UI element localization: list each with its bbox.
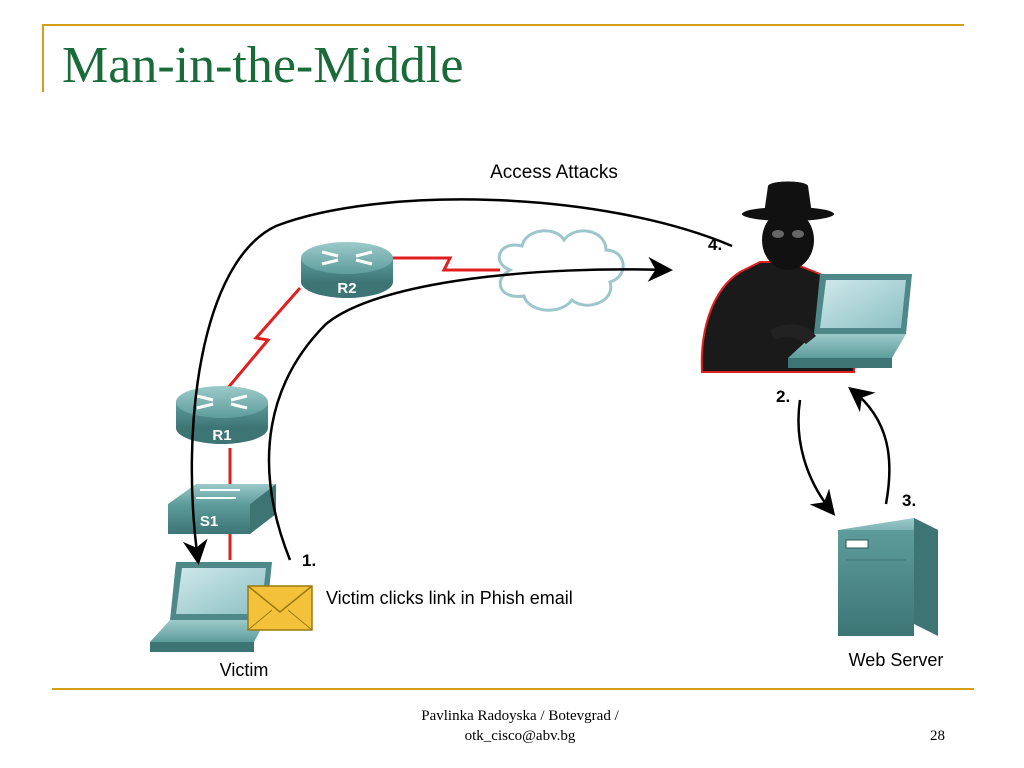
step3-label: 3. (902, 491, 916, 510)
phish-email-envelope-icon (247, 585, 313, 631)
phish-caption: Victim clicks link in Phish email (326, 588, 573, 608)
victim-label: Victim (220, 660, 269, 680)
link-r2-cloud (392, 256, 500, 272)
page-number: 28 (930, 728, 945, 744)
attacker-figure-icon (700, 181, 856, 373)
attack-arrows (182, 198, 891, 565)
web-server-icon (838, 518, 938, 636)
diagram-heading: Access Attacks (490, 162, 618, 183)
step2-label: 2. (776, 387, 790, 406)
slide-title: Man-in-the-Middle (62, 37, 464, 94)
attacker-laptop-icon (770, 274, 912, 368)
top-rule (42, 24, 964, 26)
step1-label: 1. (302, 551, 316, 570)
bottom-rule (52, 688, 974, 690)
router-r2-label: R2 (337, 280, 356, 297)
arrow-step4-to-victim (182, 198, 733, 565)
router-r2-icon: R2 (301, 242, 393, 298)
arrow-step3-to-attacker (848, 386, 891, 505)
footer-email: otk_cisco@abv.bg (464, 728, 576, 744)
arrow-step2-to-server (797, 399, 836, 516)
switch-s1-label: S1 (200, 513, 218, 530)
victim-laptop-icon (150, 562, 272, 652)
web-server-label: Web Server (849, 650, 944, 670)
arrow-step1-to-attacker (267, 256, 673, 561)
switch-s1-icon: S1 (168, 484, 276, 534)
step4-label: 4. (708, 235, 722, 254)
link-r1-r2 (220, 287, 302, 396)
left-rule (42, 24, 44, 92)
router-r1-icon: R1 (176, 386, 268, 444)
router-r1-label: R1 (212, 427, 231, 444)
footer-author: Pavlinka Radoyska / Botevgrad / (421, 708, 619, 724)
network-links (220, 256, 500, 560)
footer: Pavlinka Radoyska / Botevgrad / otk_cisc… (330, 706, 710, 746)
